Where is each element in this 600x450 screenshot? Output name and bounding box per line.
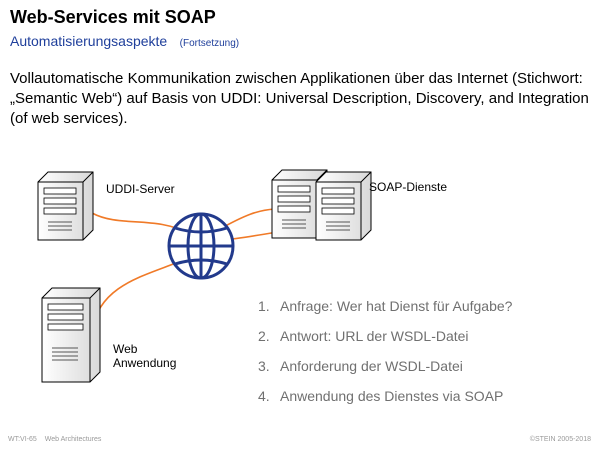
step-item: 2. Antwort: URL der WSDL-Datei [258,326,512,356]
steps-list: 1. Anfrage: Wer hat Dienst für Aufgabe? 2… [258,296,512,416]
soap-server-icon-2 [315,171,372,241]
footer-left: WT:VI-65 Web Architectures [8,436,101,443]
step-text: Anwendung des Dienstes via SOAP [280,388,504,404]
step-number: 1. [258,298,270,314]
web-app-label-line1: Web [113,342,138,356]
server-icons [37,169,372,383]
uddi-server-icon [37,171,94,241]
web-app-label-line2: Anwendung [113,356,177,370]
step-text: Anforderung der WSDL-Datei [280,358,463,374]
footer-course-title: Web Architectures [44,436,102,443]
step-number: 4. [258,388,270,404]
subtitle-note: (Fortsetzung) [179,38,240,49]
step-item: 3. Anforderung der WSDL-Datei [258,356,512,386]
soap-server-icon-1 [271,169,328,239]
slide-subtitle: Automatisierungsaspekte [10,33,168,49]
footer-copyright: ©STEIN 2005-2018 [529,436,591,443]
web-app-label: Web Anwendung [113,342,176,370]
step-text: Anfrage: Wer hat Dienst für Aufgabe? [280,298,513,314]
link-web [91,257,189,331]
uddi-server-label: UDDI-Server [106,182,175,196]
globe-icon [167,212,235,280]
step-item: 4. Anwendung des Dienstes via SOAP [258,386,512,416]
slide-title: Web-Services mit SOAP [10,7,216,27]
footer-slide-code: WT:VI-65 [8,436,37,443]
web-app-server-icon [41,287,101,383]
step-number: 2. [258,328,270,344]
subtitle-row: Automatisierungsaspekte (Fortsetzung) [10,33,239,51]
step-text: Antwort: URL der WSDL-Datei [280,328,469,344]
soap-services-label: SOAP-Dienste [369,180,448,194]
intro-text: Vollautomatische Kommunikation zwischen … [10,70,589,127]
step-item: 1. Anfrage: Wer hat Dienst für Aufgabe? [258,296,512,326]
step-number: 3. [258,358,270,374]
